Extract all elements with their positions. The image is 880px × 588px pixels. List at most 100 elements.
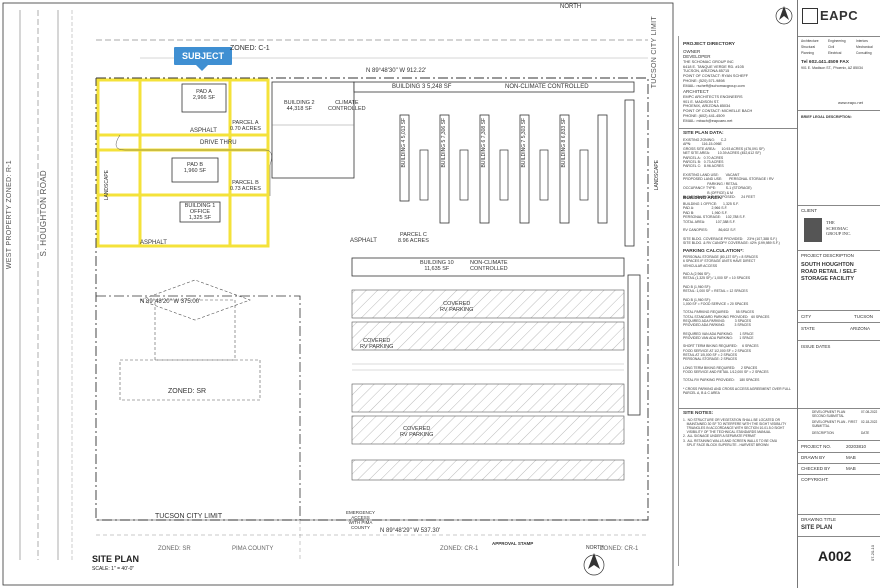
company-website: www.eapc.net: [838, 100, 863, 105]
bearing-bottom: N 89°48'29" W 537.30': [380, 528, 441, 534]
asphalt-label-2: ASPHALT: [190, 128, 217, 134]
project-data-column: PROJECT DIRECTORY OWNER DEVELOPER THE SC…: [678, 36, 797, 566]
zoned-cr1-label-2: ZONED: CR-1: [600, 546, 639, 552]
city-label: CITY: [801, 314, 812, 319]
title-block: EAPC Architecture Engineering Interiors …: [797, 0, 880, 588]
state-value: ARIZONA: [850, 326, 871, 331]
owner-label: OWNER: [683, 49, 701, 54]
building-3-label: BUILDING 3 5,248 SF: [392, 84, 452, 90]
owner-text: THE SCHOMAC GROUP INC 6418 E. TANQUE VER…: [683, 60, 749, 88]
site-notes-text: 1. NO STRUCTURE OR VEGETATION SHALL BE L…: [683, 418, 787, 447]
building-2-label: BUILDING 2 44,318 SF: [284, 100, 315, 112]
tab-consulting: Consulting: [856, 51, 872, 55]
project-description-label: PROJECT DESCRIPTION: [801, 253, 854, 258]
sheet-number: A002: [818, 548, 852, 564]
landscape-label: LANDSCAPE: [104, 170, 110, 201]
checked-by-label: CHECKED BY: [801, 466, 831, 471]
drawing-title-value: SITE PLAN: [801, 525, 833, 531]
issue-dates-label: ISSUE DATES: [801, 344, 831, 349]
company-address: 901 E. Madison ST., Phoenix, AZ 85034: [801, 66, 863, 70]
building-7-label: BUILDING 7 5,303 SF: [521, 118, 527, 168]
site-plan-drawing: [2, 2, 674, 586]
project-directory-heading: PROJECT DIRECTORY: [683, 42, 735, 47]
client-label: CLIENT: [801, 208, 818, 213]
project-no-label: PROJECT NO.: [801, 444, 832, 449]
zoned-sr-label: ZONED: SR: [168, 388, 207, 395]
state-label: STATE: [801, 326, 815, 331]
emergency-access-label: EMERGENCY ACCESS WITH PIMA COUNTY: [346, 510, 376, 530]
climate-controlled-label: CLIMATE CONTROLLED: [328, 100, 366, 112]
building-10-label: BUILDING 10 11,635 SF: [420, 260, 454, 272]
dev-plan-2-date: 02-18-2022: [861, 420, 878, 424]
zoned-c1-label: ZONED: C-1: [230, 45, 270, 52]
north-arrow-icon: [775, 6, 793, 25]
subject-callout: SUBJECT: [174, 47, 232, 71]
covered-rv-3: COVERED RV PARKING: [400, 426, 434, 438]
building-5-label: BUILDING 5 7,306 SF: [441, 118, 447, 168]
eapc-logo-icon: [802, 8, 818, 24]
copyright-label: COPYRIGHT:: [801, 477, 829, 482]
site-data-text: EXISTING ZONING: C-2 APN: 116-15-096E GR…: [683, 138, 774, 199]
zoned-cr1-label: ZONED: CR-1: [440, 546, 479, 552]
tab-structural: Structural: [801, 45, 816, 49]
building-area-heading: BUILDING AREA:: [683, 196, 723, 201]
pad-b-label: PAD B 1,960 SF: [183, 162, 207, 174]
north-label-top: NORTH: [560, 4, 582, 10]
tucson-city-limit-right: TUCSON CITY LIMIT: [651, 16, 658, 89]
site-notes-heading: SITE NOTES:: [683, 411, 714, 416]
project-name: SOUTH HOUGHTON ROAD RETAIL / SELF STORAG…: [801, 262, 857, 282]
asphalt-label-3: ASPHALT: [140, 240, 167, 246]
pad-a-label: PAD A 2,966 SF: [192, 89, 216, 101]
tab-interiors: Interiors: [856, 39, 868, 43]
bearing-top: N 89°48'30" W 912.22': [366, 68, 427, 74]
company-logo: EAPC: [820, 8, 859, 23]
parking-heading: PARKING CALCULATION*:: [683, 249, 744, 254]
west-property-label: WEST PROPERTY ZONED: R-1: [6, 160, 13, 270]
dev-plan-1-date: 07-08-2022: [861, 410, 878, 414]
north-arrow-bottom: [583, 553, 605, 576]
covered-rv-2: COVERED RV PARKING: [360, 338, 394, 350]
stamp-date: 07-20-10: [870, 545, 875, 562]
landscape-label-right: LANDSCAPE: [654, 160, 660, 191]
company-phone: Tel 602.441.4509 FAX: [801, 60, 849, 65]
drive-thru-label: DRIVE THRU: [200, 140, 237, 146]
parking-text: PERSONAL STORAGE (80,137 SF) = 8 SPACES …: [683, 255, 791, 395]
drawing-title: SITE PLAN: [92, 554, 140, 564]
drawing-title-label: DRAWING TITLE: [801, 517, 837, 522]
building-10-sub-label: NON-CLIMATE CONTROLLED: [470, 260, 508, 272]
parcel-b-label: PARCEL B 0.73 ACRES: [230, 180, 261, 192]
bearing-mid: N 89°48'20" W 375.00': [140, 299, 201, 305]
parcel-a-label: PARCEL A 0.70 ACRES: [230, 120, 261, 132]
zoned-sr-bottom-label: ZONED: SR: [158, 546, 191, 552]
description-label: DESCRIPTION: [812, 431, 834, 435]
building-4-label: BUILDING 4 5,013 SF: [401, 118, 407, 168]
checked-by: MAB: [846, 466, 856, 471]
building-8-label: BUILDING 8 6,833 SF: [561, 118, 567, 168]
engineer-text: EMPC ARCHITECTS ENGINEERS 901 E. MADISON…: [683, 95, 753, 123]
building-6-label: BUILDING 6 7,308 SF: [481, 118, 487, 168]
non-climate-label: NON-CLIMATE CONTROLLED: [505, 84, 589, 90]
dev-plan-1: DEVELOPMENT PLAN SECOND SUBMITTAL: [812, 410, 846, 418]
brief-legal-heading: BRIEF LEGAL DESCRIPTION:: [801, 115, 852, 119]
dev-plan-2: DEVELOPMENT PLAN - FIRST SUBMITTAL: [812, 420, 858, 428]
parcel-c-label: PARCEL C 8.96 ACRES: [398, 232, 429, 244]
tucson-city-limit-bottom: TUCSON CITY LIMIT: [155, 513, 223, 520]
tab-civil: Civil: [828, 45, 835, 49]
building-1-label: BUILDING 1 OFFICE 1,325 SF: [184, 203, 216, 221]
tab-architecture: Architecture: [801, 39, 819, 43]
city-value: TUCSON: [854, 314, 873, 319]
project-no: 20203810: [846, 444, 867, 449]
drawing-scale: SCALE: 1" = 40'-0": [92, 566, 135, 572]
site-plan-data-heading: SITE PLAN DATA:: [683, 131, 724, 136]
building-area-text: BUILDING 1 OFFICE: 1,325 S.F. PAD A: 2,9…: [683, 202, 780, 246]
north-label-bottom: NORTH: [586, 545, 604, 551]
approval-stamp-label: APPROVAL STAMP: [492, 541, 534, 546]
schomac-logo-icon: [804, 218, 822, 242]
client-name: THE SCHOMAC GROUP INC.: [826, 220, 852, 237]
tab-engineering: Engineering: [828, 39, 846, 43]
developer-label: DEVELOPER: [683, 54, 711, 59]
architect-label: ARCHITECT: [683, 89, 709, 94]
tab-mechanical: Mechanical: [856, 45, 873, 49]
road-name-label: S. HOUGHTON ROAD: [39, 170, 48, 257]
